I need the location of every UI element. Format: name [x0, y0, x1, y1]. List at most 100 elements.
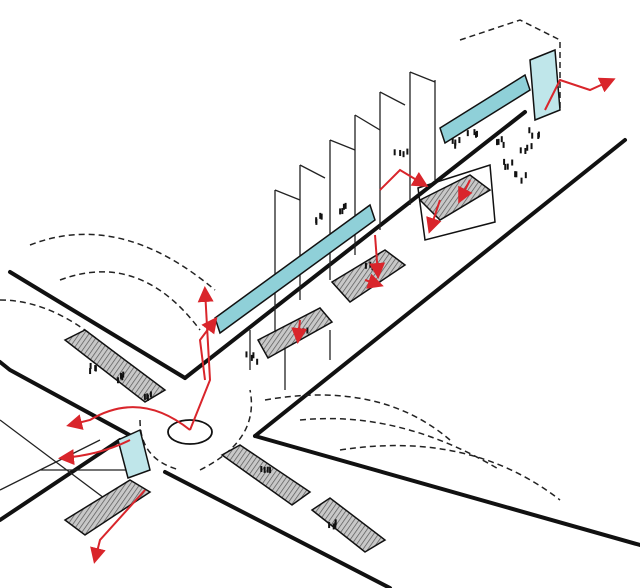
- person-figure: [294, 329, 297, 336]
- person-figure: [526, 144, 529, 151]
- circulation-arrows: [58, 77, 616, 564]
- person-figure: [503, 158, 506, 165]
- person-figure: [328, 522, 331, 529]
- person-figure: [342, 203, 345, 210]
- person-figure: [315, 217, 318, 224]
- person-figure: [371, 264, 374, 271]
- arrow: [291, 319, 308, 344]
- person-figure: [334, 521, 337, 528]
- glass-side: [117, 428, 151, 479]
- person-figure: [406, 148, 409, 155]
- person-figure: [524, 147, 527, 154]
- arrow: [544, 77, 616, 111]
- stall: [330, 249, 407, 303]
- person-figure: [530, 143, 533, 150]
- person-figure: [116, 377, 119, 384]
- person-figure: [94, 365, 97, 372]
- person-figure: [458, 137, 461, 144]
- person-figure: [245, 351, 248, 358]
- person-figure: [519, 147, 522, 154]
- person-figure: [454, 142, 457, 149]
- left-branch-upper-edge: [8, 270, 187, 380]
- person-figure: [520, 177, 523, 184]
- person-figure: [475, 130, 478, 137]
- person-figure: [502, 141, 505, 148]
- glass-facade: [529, 48, 561, 122]
- person-figure: [504, 163, 507, 170]
- person-figure: [89, 362, 92, 369]
- person-figure: [89, 368, 92, 375]
- stall: [63, 479, 152, 536]
- canopy-arcs: [0, 19, 561, 501]
- person-figure: [269, 467, 272, 474]
- glass-bridge-upper: [439, 73, 531, 145]
- person-figure: [263, 466, 266, 473]
- person-figure: [256, 358, 259, 365]
- person-figure: [506, 163, 509, 170]
- person-figure: [454, 139, 457, 146]
- lower-branch-lower-edge: [163, 470, 392, 588]
- stair: [417, 164, 496, 241]
- arrow: [58, 439, 131, 466]
- arrow: [379, 168, 429, 191]
- plaza-roundabout: [167, 419, 213, 445]
- arrow: [198, 316, 218, 381]
- person-figure: [266, 466, 269, 473]
- person-figure: [496, 139, 499, 146]
- person-figure: [515, 171, 518, 178]
- person-figure: [364, 262, 367, 269]
- left-branch-lower-edge-2: [0, 438, 122, 522]
- person-figure: [332, 523, 335, 530]
- person-figure: [402, 151, 405, 158]
- person-figure: [531, 132, 534, 139]
- structure-lines: [0, 71, 436, 511]
- person-figure: [473, 129, 476, 136]
- person-figure: [451, 137, 454, 144]
- person-figure: [393, 149, 396, 156]
- left-branch-lower-edge: [0, 360, 137, 440]
- person-figure: [514, 171, 517, 178]
- person-figure: [528, 127, 531, 134]
- person-figure: [146, 393, 149, 400]
- main-street-lower-edge: [253, 138, 627, 438]
- person-figure: [252, 352, 255, 359]
- person-figure: [537, 132, 540, 139]
- person-figure: [369, 261, 372, 268]
- person-figure: [119, 372, 122, 379]
- person-figure: [122, 371, 125, 378]
- stall: [310, 497, 387, 553]
- arrow: [369, 234, 386, 279]
- person-figure: [341, 208, 344, 215]
- person-figure: [500, 136, 503, 143]
- person-figure: [250, 354, 253, 361]
- person-figure: [373, 266, 376, 273]
- lower-branch-upper-edge: [253, 434, 640, 547]
- person-figure: [319, 212, 322, 219]
- glass-bridges: [117, 48, 561, 479]
- arrow: [364, 273, 384, 289]
- person-figure: [511, 159, 514, 166]
- person-figure: [466, 130, 469, 137]
- stall: [220, 444, 312, 506]
- stall: [63, 329, 167, 403]
- person-figure: [344, 202, 347, 209]
- person-figure: [306, 327, 309, 334]
- arrow: [426, 199, 442, 234]
- glass-bridge-lower: [214, 203, 376, 335]
- arrow: [66, 406, 191, 431]
- person-figure: [320, 213, 323, 220]
- person-figure: [149, 391, 152, 398]
- person-figure: [524, 172, 527, 179]
- person-figure: [399, 149, 402, 156]
- arrow: [458, 179, 473, 204]
- market-stalls: [63, 164, 496, 553]
- person-figure: [497, 138, 500, 145]
- person-figure: [339, 208, 342, 215]
- person-figure: [302, 328, 305, 335]
- stall: [418, 174, 492, 221]
- arrow: [90, 489, 146, 564]
- person-figure: [260, 466, 263, 473]
- person-figure: [143, 393, 146, 400]
